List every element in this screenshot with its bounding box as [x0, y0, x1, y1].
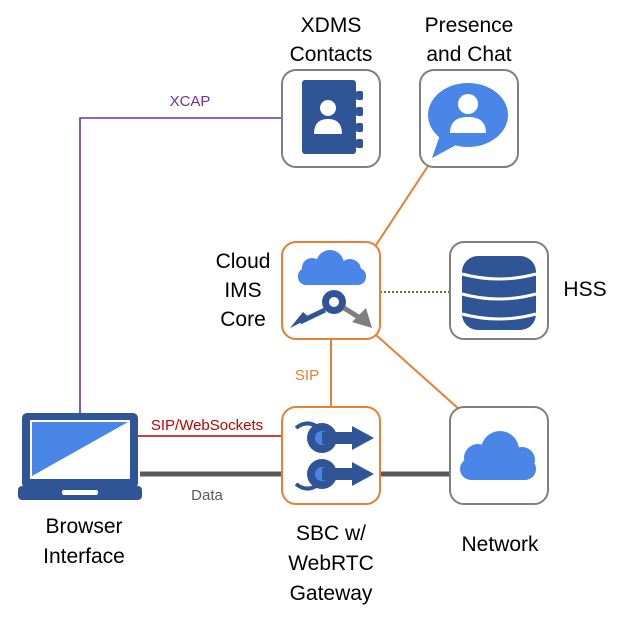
ims-title-line2: IMS — [224, 279, 261, 302]
browser-title-line2: Interface — [43, 545, 125, 568]
ims-presence-link — [375, 165, 429, 246]
ims-node: Cloud IMS Core — [216, 241, 381, 340]
xcap-label: XCAP — [170, 93, 211, 110]
gateway-arrows-icon — [294, 421, 374, 491]
data-label: Data — [191, 487, 223, 504]
sip-label: SIP — [295, 367, 319, 384]
sbc-title-line3: Gateway — [290, 582, 373, 605]
network-node: Network — [449, 406, 549, 556]
laptop-icon — [18, 413, 142, 500]
contacts-book-icon — [302, 80, 363, 154]
ims-title-line1: Cloud — [216, 250, 271, 273]
hss-node: HSS — [449, 241, 607, 340]
network-label: Network — [461, 533, 539, 556]
sbc-title-line1: SBC w/ — [296, 522, 366, 545]
presence-title-line1: Presence — [425, 14, 514, 37]
ims-network-link — [375, 334, 461, 411]
cloud-key-icon — [290, 250, 372, 328]
xdms-title-line2: Contacts — [290, 43, 373, 66]
hss-label: HSS — [563, 278, 606, 301]
ims-title-line3: Core — [220, 308, 266, 331]
xdms-title-line1: XDMS — [301, 14, 362, 37]
cloud-icon — [460, 431, 536, 480]
sbc-node: SBC w/ WebRTC Gateway — [281, 406, 381, 605]
xcap-link — [79, 117, 282, 413]
sbc-title-line2: WebRTC — [288, 552, 374, 575]
presence-title-line2: and Chat — [426, 43, 511, 66]
browser-title-line1: Browser — [45, 515, 122, 538]
websockets-label: SIP/WebSockets — [151, 417, 263, 434]
chat-user-icon — [428, 83, 508, 158]
database-icon — [461, 256, 537, 330]
presence-node: Presence and Chat — [419, 14, 519, 168]
xdms-node: XDMS Contacts — [281, 14, 381, 168]
browser-node: Browser Interface — [18, 413, 142, 568]
sbc-box — [281, 406, 381, 505]
